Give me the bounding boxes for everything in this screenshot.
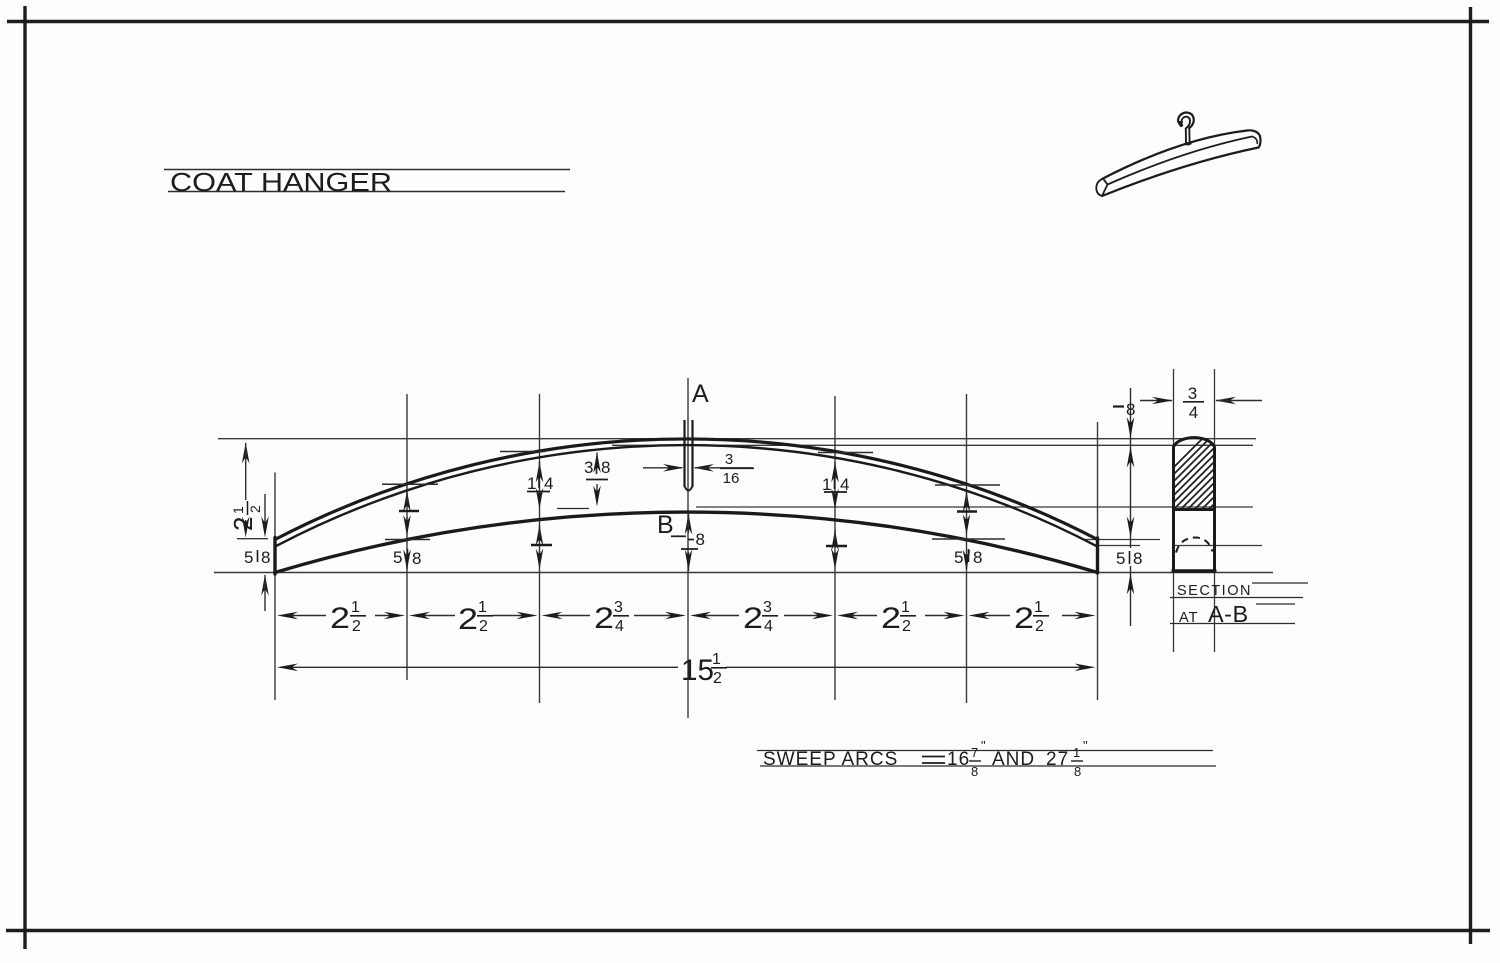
svg-text:3: 3 [584, 458, 593, 477]
svg-text:SWEEP ARCS: SWEEP ARCS [763, 749, 898, 770]
svg-text:2: 2 [902, 618, 911, 635]
svg-text:SECTION: SECTION [1177, 583, 1252, 599]
svg-text:1: 1 [1073, 745, 1080, 760]
svg-text:2: 2 [458, 603, 478, 636]
svg-text:2: 2 [479, 618, 488, 635]
svg-text:3: 3 [725, 451, 733, 468]
svg-text:4: 4 [615, 618, 624, 635]
svg-text:2: 2 [743, 602, 763, 635]
svg-text:": " [981, 738, 986, 753]
svg-text:8: 8 [261, 548, 270, 567]
svg-text:2: 2 [881, 602, 901, 635]
svg-text:2: 2 [713, 670, 722, 687]
svg-text:4: 4 [764, 618, 773, 635]
svg-text:8: 8 [1126, 400, 1135, 419]
svg-text:COAT HANGER: COAT HANGER [170, 167, 392, 197]
svg-text:1: 1 [712, 651, 721, 668]
svg-text:16: 16 [947, 749, 970, 770]
svg-text:1: 1 [478, 599, 487, 616]
svg-text:8: 8 [412, 549, 421, 568]
svg-text:A: A [692, 380, 709, 408]
svg-text:": " [1083, 738, 1088, 753]
svg-text:27: 27 [1046, 749, 1069, 770]
svg-text:AT: AT [1179, 610, 1198, 626]
svg-text:5: 5 [1116, 549, 1125, 568]
svg-text:5: 5 [393, 548, 402, 567]
svg-text:5: 5 [244, 548, 253, 567]
svg-text:2: 2 [1014, 602, 1034, 635]
svg-text:15: 15 [681, 654, 714, 687]
svg-text:2: 2 [228, 517, 258, 531]
svg-text:1: 1 [351, 599, 360, 616]
svg-text:8: 8 [973, 548, 982, 567]
svg-text:8: 8 [1074, 764, 1081, 779]
svg-text:1: 1 [822, 475, 831, 494]
svg-text:2: 2 [330, 602, 350, 635]
svg-text:2: 2 [352, 618, 361, 635]
svg-text:A-B: A-B [1208, 601, 1249, 627]
svg-text:16: 16 [723, 470, 740, 487]
svg-text:2: 2 [247, 505, 263, 513]
svg-text:1: 1 [901, 599, 910, 616]
svg-text:3: 3 [1188, 384, 1197, 403]
svg-text:1: 1 [1034, 599, 1043, 616]
svg-text:B: B [657, 511, 674, 539]
svg-text:5: 5 [954, 548, 963, 567]
svg-text:AND: AND [992, 749, 1035, 770]
svg-text:2: 2 [594, 602, 614, 635]
svg-text:1: 1 [527, 474, 536, 493]
svg-text:4: 4 [544, 474, 553, 493]
svg-text:4: 4 [1189, 403, 1198, 422]
svg-text:3: 3 [614, 599, 623, 616]
svg-text:7: 7 [971, 745, 978, 760]
svg-text:4: 4 [840, 475, 849, 494]
svg-text:8: 8 [601, 458, 610, 477]
svg-text:8: 8 [696, 530, 705, 549]
svg-text:8: 8 [1133, 549, 1142, 568]
svg-text:8: 8 [971, 764, 978, 779]
svg-text:2: 2 [1035, 618, 1044, 635]
svg-text:1: 1 [230, 506, 246, 514]
svg-text:3: 3 [763, 599, 772, 616]
